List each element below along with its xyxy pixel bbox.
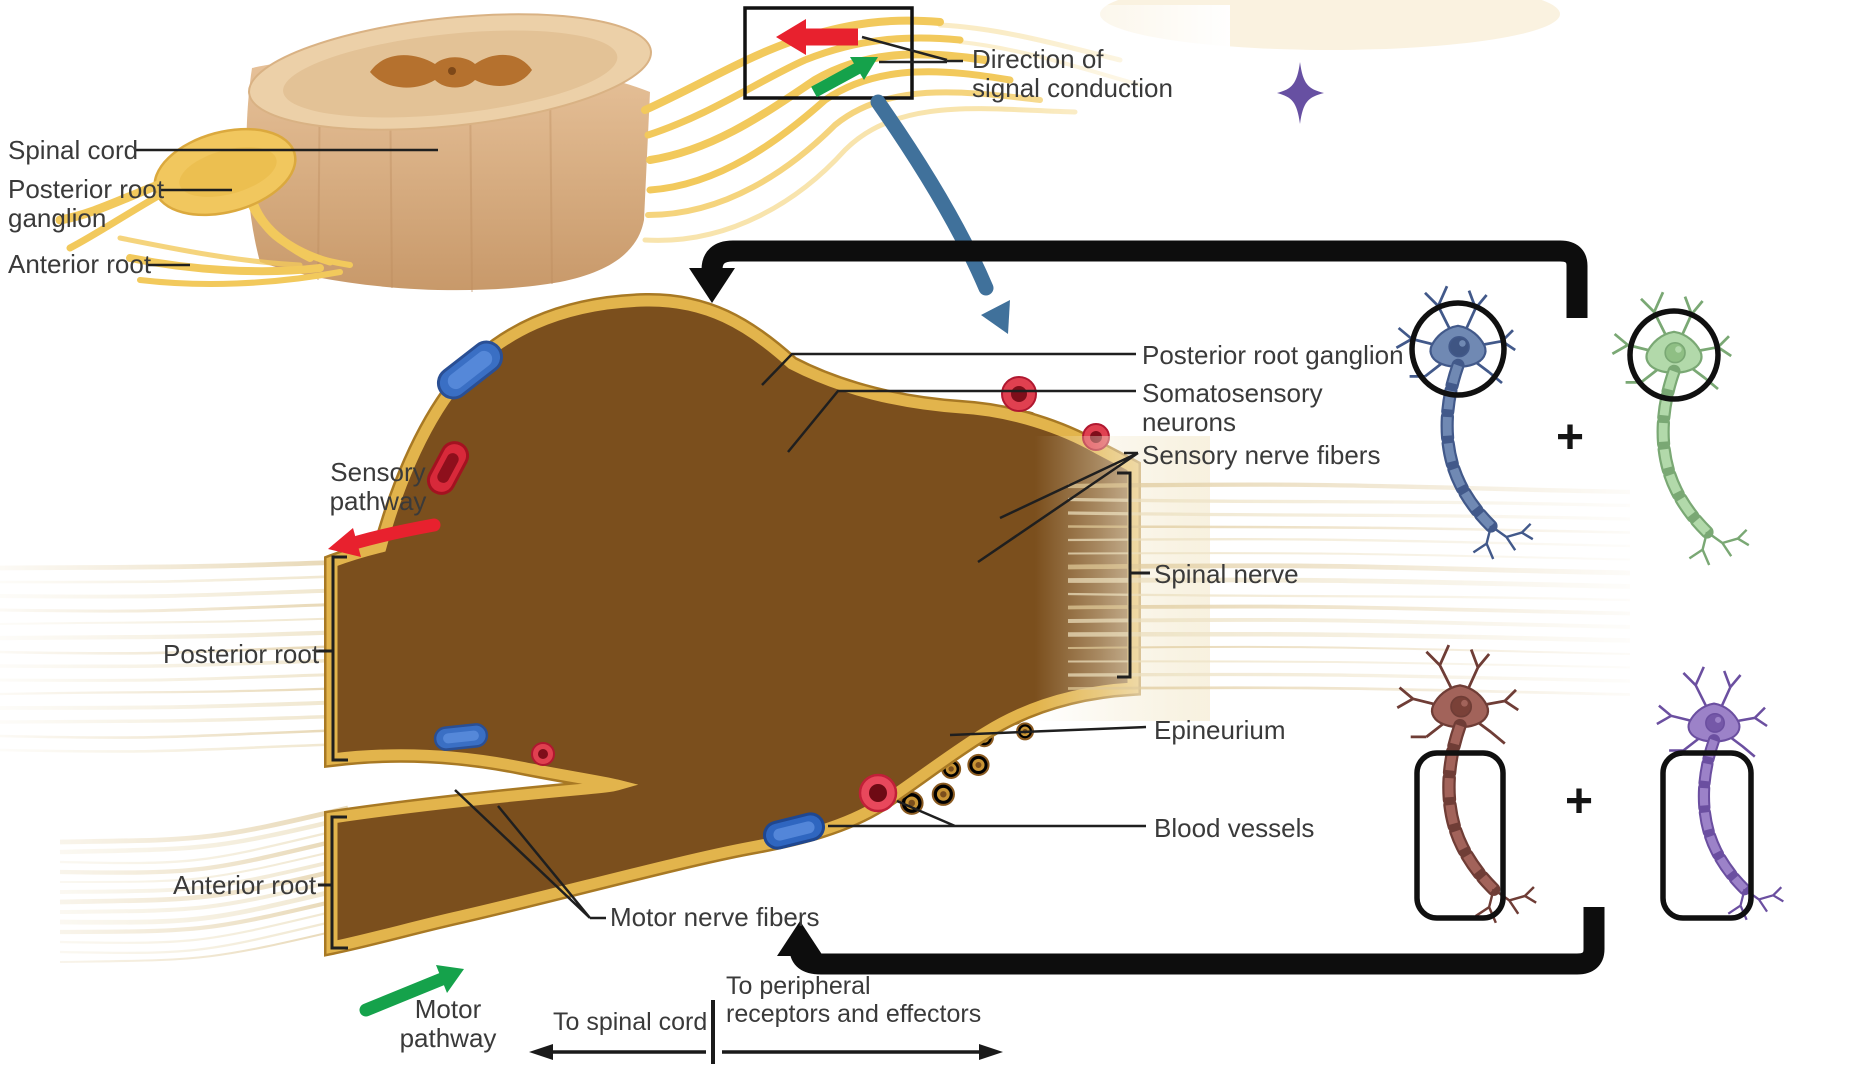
direction-of-signal-label: Direction of signal conduction: [972, 44, 1173, 104]
posterior-root-ganglion-label: Posterior root ganglion: [1142, 340, 1404, 370]
motor-neuron-purple: [1656, 666, 1784, 920]
blood-vessel-blue-bottom: [763, 812, 825, 850]
epineurium-label: Epineurium: [1154, 715, 1286, 745]
posterior-root-ganglion-top-label: Posterior root ganglion: [8, 174, 165, 234]
soma-highlight-circle-blue: [1409, 300, 1507, 398]
sensory-nerve-fibers-label: Sensory nerve fibers: [1142, 440, 1381, 470]
leader-lines: [135, 148, 1150, 950]
posterior-root-ganglion-leader: [761, 352, 1136, 386]
axon-highlight-box-purple: [1660, 750, 1754, 921]
to-spinal-cord-label: To spinal cord: [553, 1008, 708, 1036]
blood-vessel-red-left: [426, 441, 470, 495]
blood-vessels-leader: [828, 799, 1146, 828]
blood-vessel-red-ring-bottom: [858, 773, 898, 813]
to-peripheral-arrowhead-icon: [979, 1044, 1003, 1060]
blood-vessel-blue-top: [436, 340, 504, 400]
plus-sign-top: +: [1556, 411, 1584, 464]
plus-sign-bottom: +: [1565, 775, 1593, 828]
soma-highlight-circle-green: [1627, 308, 1721, 402]
epineurium-leader: [949, 725, 1147, 737]
somatosensory-neurons-label: Somatosensory neurons: [1142, 378, 1323, 438]
sensory-pathway-arrow-icon: [328, 518, 441, 557]
spinal-nerve-label: Spinal nerve: [1154, 559, 1299, 589]
flow-arrow-bottom-icon: [777, 907, 1605, 975]
signal-box-leader: [861, 35, 963, 64]
motor-nerve-fibers-leader: [454, 789, 606, 920]
curved-blue-arrow-icon: [870, 94, 1010, 334]
spinal-cord-label: Spinal cord: [8, 135, 139, 165]
anterior-root-top-label: Anterior root: [8, 249, 152, 279]
spinal-nerve-bracket: [1117, 471, 1150, 679]
sensory-nerve-fibers-leader: [977, 451, 1139, 564]
direction-scale: [529, 1000, 1003, 1064]
rootlet-fade: [1000, 5, 1230, 145]
sensory-pathway-label: Sensory pathway: [329, 457, 427, 517]
anterior-root-label: Anterior root: [173, 870, 317, 900]
posterior-root-label: Posterior root: [163, 639, 320, 669]
to-spinal-cord-arrowhead-icon: [529, 1044, 553, 1060]
motor-pathway-arrow-icon: [359, 965, 464, 1017]
blood-vessel-red-ring-3: [531, 742, 555, 766]
blood-vessel-blue-middle: [433, 723, 489, 751]
to-peripheral-label: To peripheral receptors and effectors: [726, 972, 982, 1029]
somatosensory-neurons-leader: [787, 389, 1136, 453]
signal-red-arrow-icon: [776, 19, 858, 55]
motor-pathway-label: Motor pathway: [399, 994, 497, 1054]
signal-direction-box: [743, 6, 963, 100]
sparkle-icon: [1277, 62, 1324, 124]
motor-nerve-fibers-label: Motor nerve fibers: [610, 902, 820, 932]
axon-highlight-box-brown: [1414, 750, 1506, 921]
posterior-root-bracket: [316, 555, 348, 762]
anterior-root-bracket: [318, 815, 348, 950]
signal-green-arrow-icon: [811, 57, 878, 98]
signal-box-outline: [743, 6, 914, 100]
blood-vessels-label: Blood vessels: [1154, 813, 1315, 843]
blood-vessel-red-ring-1: [1001, 376, 1037, 412]
nerve-illustration: [332, 301, 1133, 947]
anterior-rootlets-left: [55, 180, 343, 287]
flow-arrow-top-icon: [689, 240, 1588, 318]
